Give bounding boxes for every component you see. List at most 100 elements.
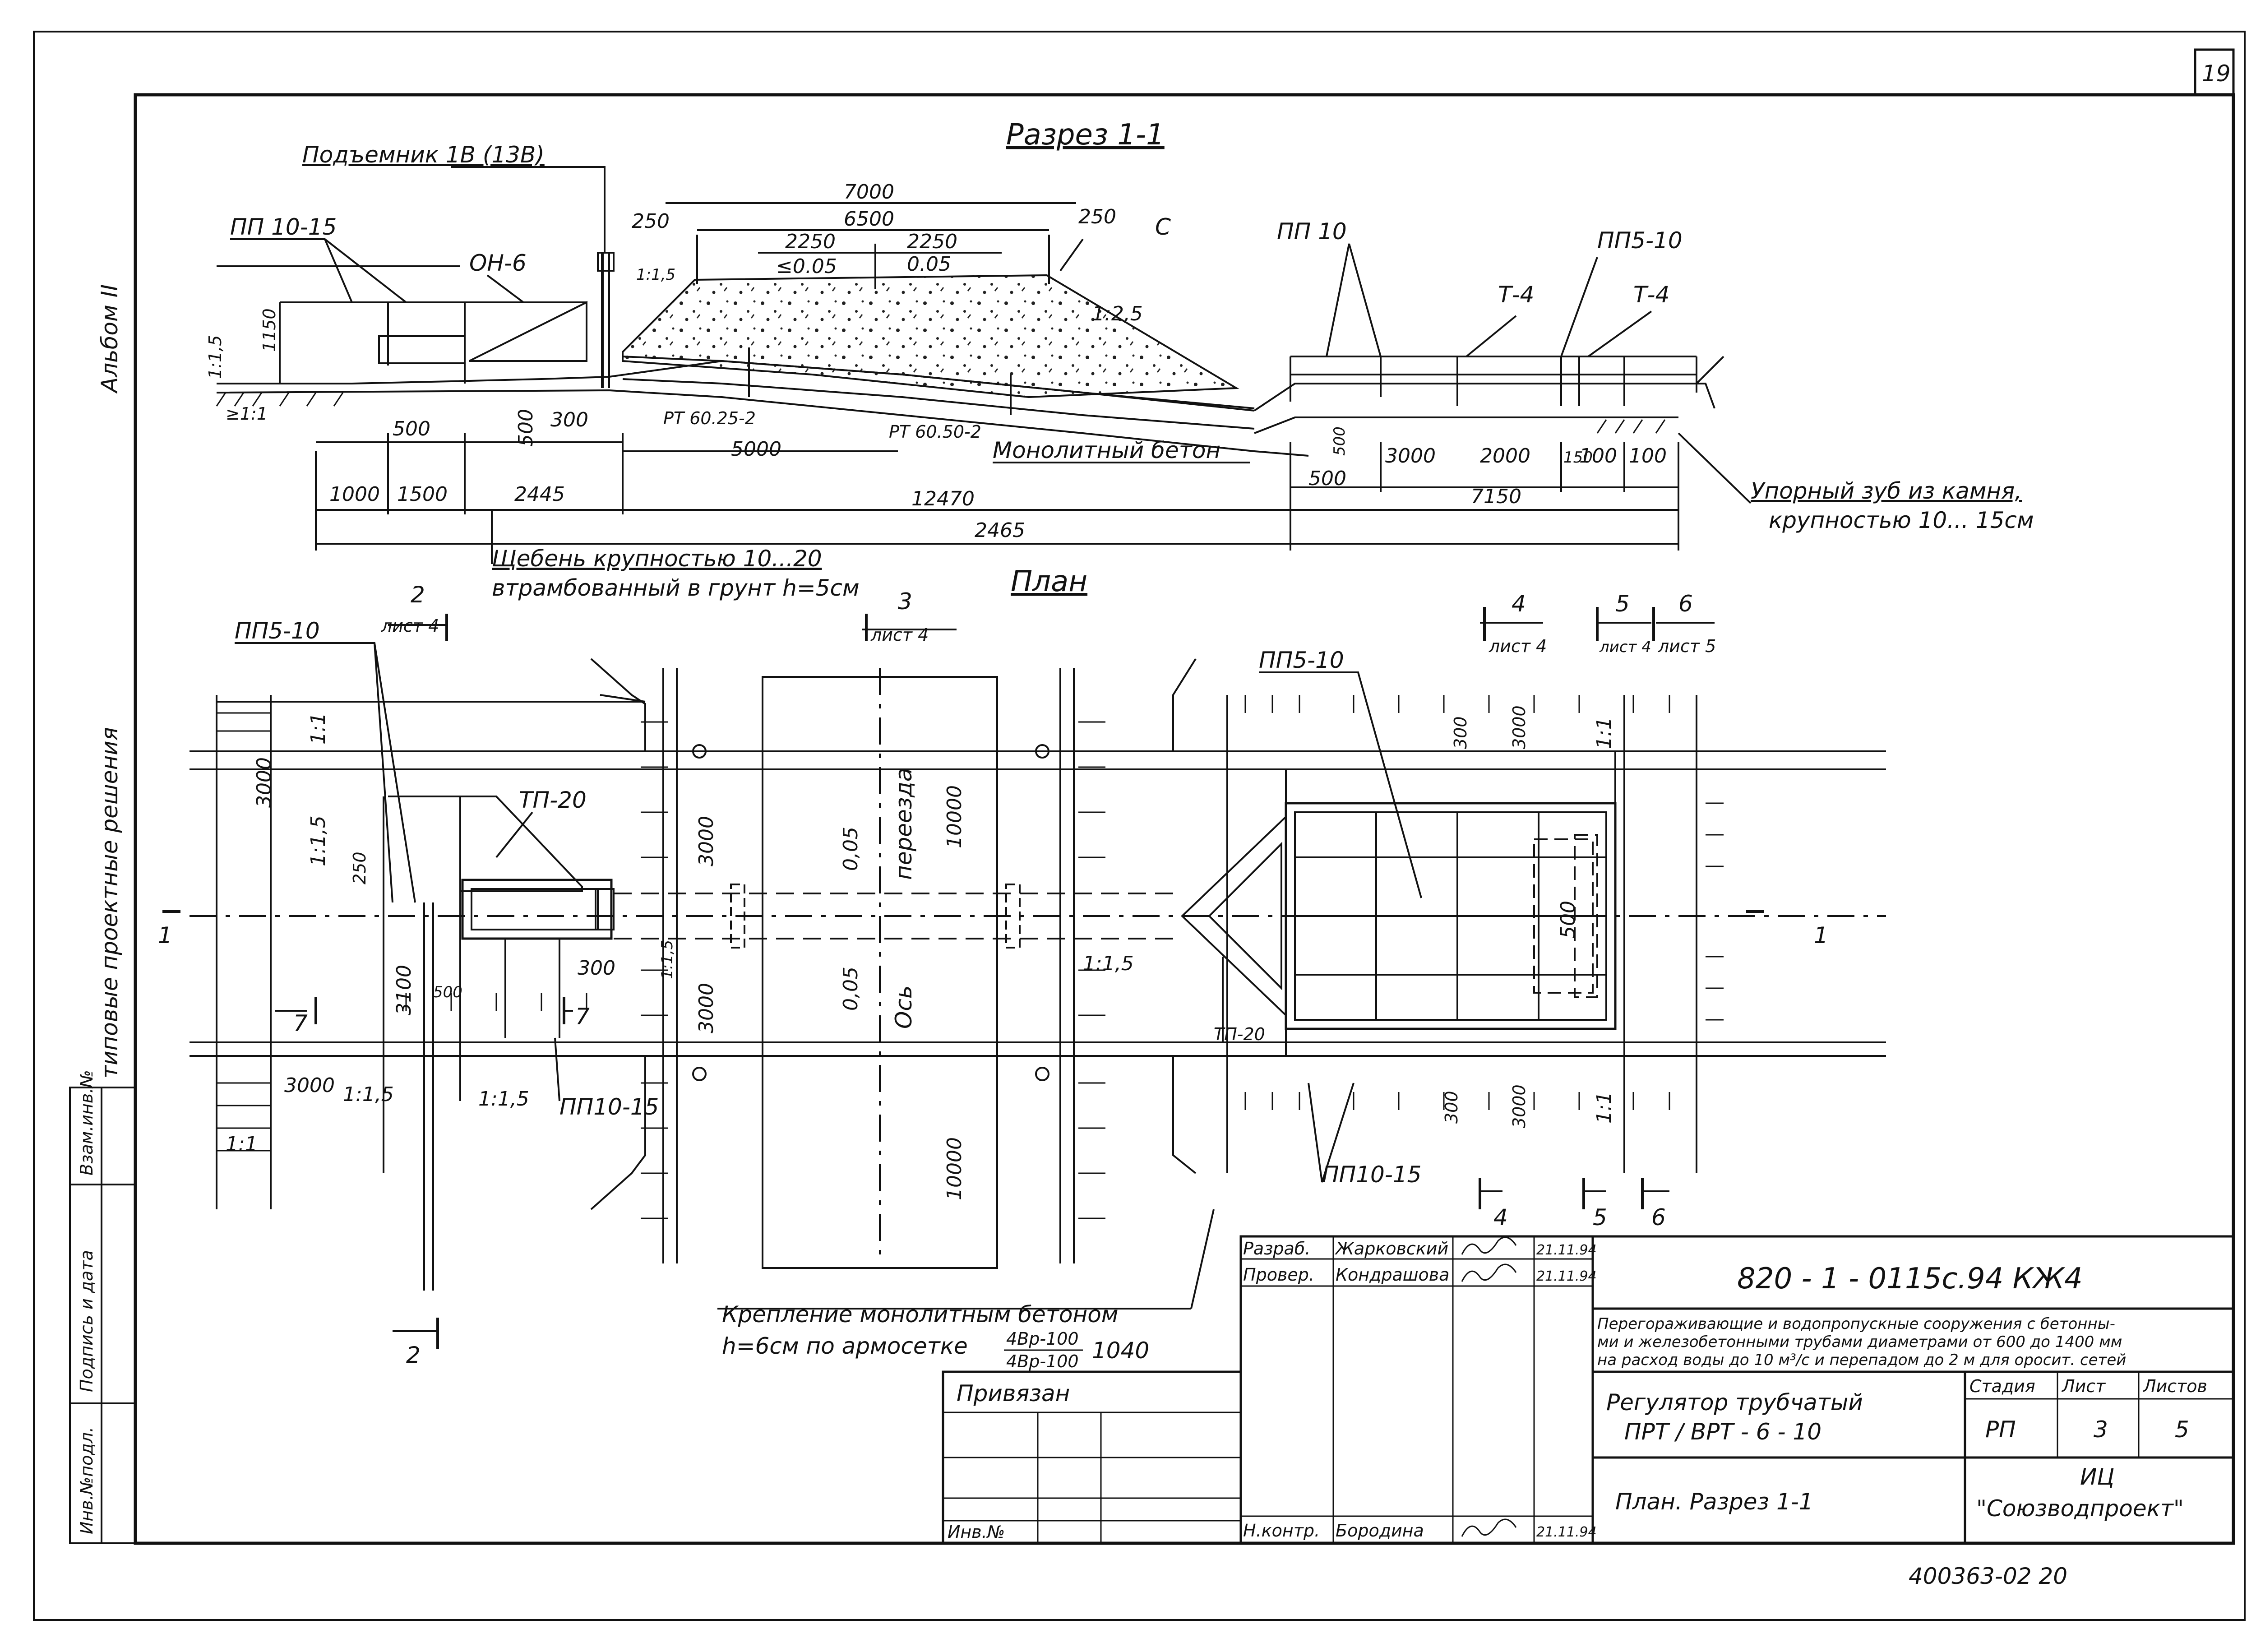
cut-1-left: 1 bbox=[158, 922, 172, 949]
tooth-label-2: крупностью 10... 15см bbox=[1769, 507, 2034, 533]
pdim-10000-a: 10000 bbox=[943, 785, 966, 848]
c-label: С bbox=[1155, 214, 1171, 240]
t4-label-a: Т-4 bbox=[1498, 282, 1534, 308]
cut-7-b: 7 bbox=[575, 1004, 590, 1030]
dim-3000: 3000 bbox=[1385, 444, 1436, 467]
pdim-500: 500 bbox=[433, 983, 462, 1001]
pdim-3100: 3100 bbox=[393, 965, 416, 1015]
side-stamp bbox=[69, 1087, 136, 1544]
bottom-code: 400363-02 20 bbox=[1909, 1563, 2067, 1589]
side-field-inv: Инв.№подл. bbox=[77, 1427, 97, 1534]
inv-label: Инв.№ bbox=[948, 1522, 1005, 1542]
pdim-10000-b: 10000 bbox=[943, 1137, 966, 1200]
gravel-label: Щебень крупностью 10...20 bbox=[492, 546, 822, 572]
pdim-115-b: 1:1,5 bbox=[343, 1083, 394, 1106]
dim-100-a: 100 bbox=[1579, 444, 1617, 467]
dim-300: 300 bbox=[550, 408, 588, 431]
slope-115-a: 1:1,5 bbox=[636, 266, 675, 284]
lift-label: Подъемник 1В (13В) bbox=[302, 142, 545, 168]
sheet-header: Лист bbox=[2061, 1376, 2106, 1396]
slope-25: 1:2,5 bbox=[1092, 302, 1143, 325]
slope-11: ≥1:1 bbox=[226, 404, 268, 424]
dim-1150: 1150 bbox=[259, 308, 279, 352]
bound-label: Привязан bbox=[957, 1380, 1070, 1407]
concrete-label: Монолитный бетон bbox=[993, 437, 1220, 463]
cut-6-bottom: 6 bbox=[1651, 1204, 1666, 1231]
sheet-value: 3 bbox=[2094, 1416, 2108, 1443]
pdim-300-c: 300 bbox=[1442, 1091, 1461, 1124]
name-dev: Жарковский bbox=[1335, 1239, 1448, 1259]
pdim-1-5: 1:1,5 bbox=[658, 940, 676, 979]
signature-marks bbox=[1461, 1236, 1517, 1537]
doc-description-3: на расход воды до 10 м³/с и перепадом до… bbox=[1597, 1351, 2126, 1369]
dim-2250-b: 2250 bbox=[907, 230, 957, 253]
dim-2000: 2000 bbox=[1480, 444, 1530, 467]
dim-100-b: 100 bbox=[1629, 444, 1667, 467]
section-title: Разрез 1-1 bbox=[1006, 118, 1165, 152]
crossing-label: переезда bbox=[891, 768, 917, 880]
doc-code: 820 - 1 - 0115с.94 КЖ4 bbox=[1737, 1262, 2083, 1296]
t4-label-b: Т-4 bbox=[1633, 282, 1669, 308]
role-check: Провер. bbox=[1243, 1265, 1314, 1285]
pdim-11-c: 1:1 bbox=[1593, 717, 1616, 749]
mesh-value: 1040 bbox=[1092, 1337, 1149, 1364]
pdim-005-b: 0,05 bbox=[839, 967, 862, 1011]
cut-3-sheet: лист 4 bbox=[870, 625, 929, 645]
stage-header: Стадия bbox=[1969, 1376, 2035, 1396]
cut-2: 2 bbox=[411, 582, 425, 608]
tp20-label-a: ТП-20 bbox=[519, 787, 587, 813]
slope-15: 1:1,5 bbox=[205, 335, 225, 379]
lining-label: Крепление монолитным бетоном bbox=[722, 1301, 1119, 1328]
pdim-115-d: 1:1,5 bbox=[1083, 952, 1134, 975]
pdim-300-b: 300 bbox=[1451, 716, 1470, 749]
rt1-label: РТ 60.25-2 bbox=[663, 408, 756, 428]
series-label: типовые проектные решения bbox=[97, 727, 123, 1078]
title-block-grid bbox=[942, 1235, 2235, 1545]
pp10-15-label-b: ПП10-15 bbox=[1322, 1161, 1421, 1188]
stage-value: РП bbox=[1985, 1416, 2016, 1443]
section-1-1-drawing bbox=[216, 166, 1752, 564]
dim-6500: 6500 bbox=[844, 208, 894, 231]
cut-4: 4 bbox=[1512, 591, 1526, 617]
sheet-number: 19 bbox=[2202, 60, 2231, 87]
pp5-10-label: ПП5-10 bbox=[1597, 227, 1683, 254]
pdim-300-a: 300 bbox=[578, 957, 615, 980]
pdim-11-b: 1:1 bbox=[307, 713, 330, 745]
tooth-label: Упорный зуб из камня, bbox=[1751, 478, 2022, 504]
pdim-11-d: 1:1 bbox=[1593, 1092, 1616, 1124]
dim-7150: 7150 bbox=[1471, 485, 1521, 508]
mesh-denominator: 4Вр-100 bbox=[1006, 1351, 1079, 1371]
cut-4-sheet: лист 4 bbox=[1489, 636, 1547, 656]
dim-2445: 2445 bbox=[514, 483, 565, 506]
pdim-500-b: 500 bbox=[1557, 901, 1580, 939]
pdim-3000-f: 3000 bbox=[1509, 1084, 1529, 1128]
dim-5000: 5000 bbox=[731, 438, 781, 461]
pp10-15-label: ПП 10-15 bbox=[230, 214, 337, 240]
dim-500-b: 500 bbox=[514, 409, 537, 447]
pdim-005-a: 0,05 bbox=[839, 827, 862, 871]
on6-label: ОН-6 bbox=[469, 250, 527, 276]
side-field-replace: Взам.инв.№ bbox=[77, 1070, 97, 1175]
dim-2250-a: 2250 bbox=[785, 230, 836, 253]
pp5-10-right-label: ПП5-10 bbox=[1259, 647, 1344, 673]
axis-label: Ось bbox=[891, 986, 917, 1029]
cut-5-sheet: лист 4 bbox=[1599, 638, 1651, 656]
dim-7000: 7000 bbox=[844, 180, 894, 204]
dim-250-a: 250 bbox=[632, 210, 670, 233]
dim-150: 150 bbox=[1563, 449, 1593, 467]
tp20-label-b: ТП-20 bbox=[1214, 1024, 1265, 1044]
cut-5: 5 bbox=[1615, 591, 1630, 617]
mesh-numerator: 4Вр-100 bbox=[1006, 1329, 1079, 1349]
side-field-sign: Подпись и дата bbox=[77, 1250, 97, 1392]
dim-500-a: 500 bbox=[393, 417, 430, 440]
pdim-11-a: 1:1 bbox=[226, 1133, 258, 1156]
role-norm: Н.контр. bbox=[1243, 1521, 1320, 1541]
doc-description-1: Перегораживающие и водопропускные сооруж… bbox=[1597, 1315, 2115, 1333]
pp10-label: ПП 10 bbox=[1277, 218, 1347, 245]
pdim-3000-c: 3000 bbox=[695, 816, 718, 866]
name-check: Кондрашова bbox=[1336, 1265, 1449, 1285]
dim-1500: 1500 bbox=[397, 483, 448, 506]
sheets-header: Листов bbox=[2142, 1376, 2207, 1396]
dim-250-b: 250 bbox=[1078, 205, 1116, 228]
